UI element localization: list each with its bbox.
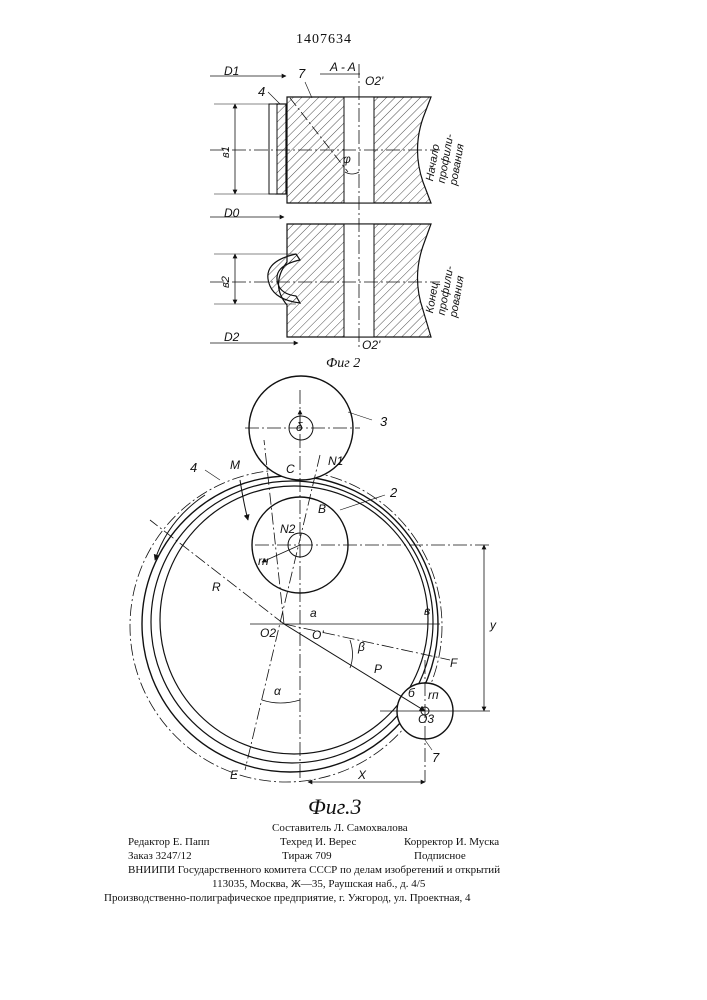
label-O2: O2 bbox=[260, 626, 276, 640]
imprint-compiler: Составитель Л. Самохвалова bbox=[272, 822, 408, 834]
label-F: F bbox=[450, 656, 457, 670]
label-N1: N1 bbox=[328, 454, 343, 468]
label-N2: N2 bbox=[280, 522, 295, 536]
label-a: a bbox=[310, 606, 317, 620]
imprint-techred: Техред И. Верес bbox=[280, 836, 356, 848]
label-rn: rн bbox=[258, 554, 269, 568]
label-E: E bbox=[230, 768, 238, 782]
imprint-subscription: Подписное bbox=[414, 850, 466, 862]
label-v: в bbox=[424, 604, 430, 618]
imprint-corrector: Корректор И. Муска bbox=[404, 836, 499, 848]
label-part-2: 2 bbox=[390, 485, 397, 500]
figure-3-caption: Фиг.3 bbox=[308, 794, 362, 820]
label-P: P bbox=[374, 662, 382, 676]
label-alpha: α bbox=[274, 684, 281, 698]
imprint-order: Заказ 3247/12 bbox=[128, 850, 192, 862]
label-part-3: 3 bbox=[380, 414, 387, 429]
label-M: M bbox=[230, 458, 240, 472]
label-rp: rп bbox=[428, 688, 439, 702]
imprint-printer: Производственно-полиграфическое предприя… bbox=[104, 892, 471, 904]
label-delta: δ bbox=[296, 420, 303, 434]
label-beta: β bbox=[358, 640, 365, 654]
imprint-address: 113035, Москва, Ж—35, Раушская наб., д. … bbox=[212, 878, 425, 890]
label-B: B bbox=[318, 502, 326, 516]
label-O3: O3 bbox=[418, 712, 434, 726]
label-X: X bbox=[358, 768, 366, 782]
imprint-circulation: Тираж 709 bbox=[282, 850, 332, 862]
imprint-institute: ВНИИПИ Государственного комитета СССР по… bbox=[128, 864, 500, 876]
label-C: C bbox=[286, 462, 295, 476]
label-Y: y bbox=[490, 618, 496, 632]
label-O-prime: O' bbox=[312, 628, 324, 642]
label-b6: б bbox=[408, 686, 415, 700]
label-part-4-fig3: 4 bbox=[190, 460, 197, 475]
label-part-7-fig3: 7 bbox=[432, 750, 439, 765]
imprint-editor: Редактор Е. Папп bbox=[128, 836, 209, 848]
label-R: R bbox=[212, 580, 221, 594]
